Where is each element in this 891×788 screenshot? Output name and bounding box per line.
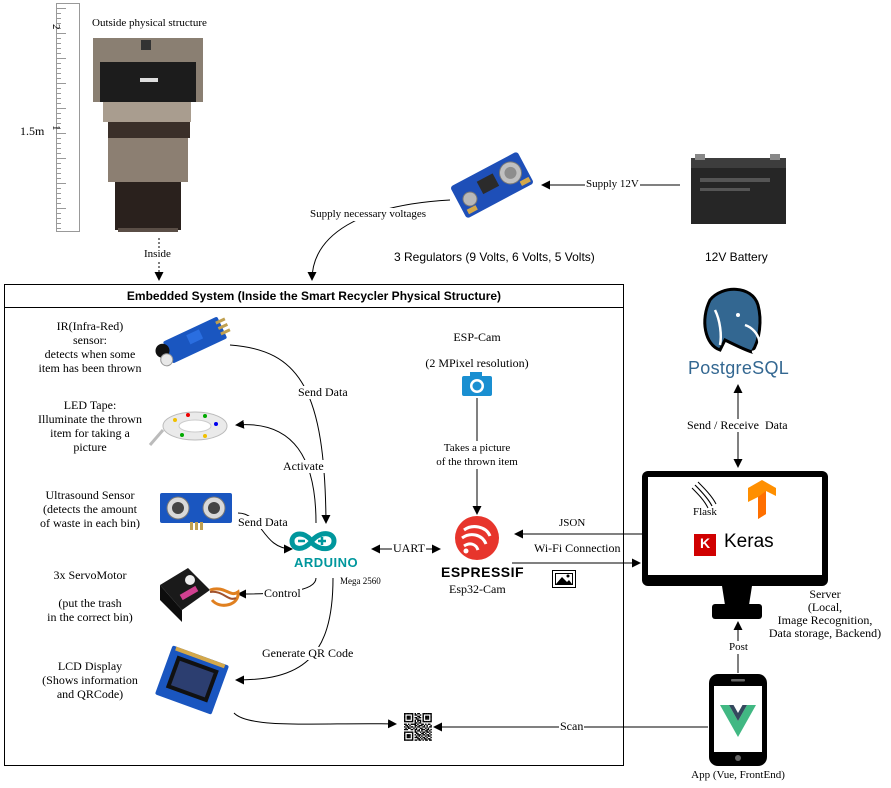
ultrasound-description: Ultrasound Sensor (detects the amount of… [40,488,140,530]
post-label: Post [728,641,749,654]
send-data-label-1: Send Data [297,385,349,399]
height-ruler [56,3,80,232]
regulators-label: 3 Regulators (9 Volts, 6 Volts, 5 Volts) [394,250,595,264]
tensorflow-logo-image [748,480,776,519]
esp32-label: Esp32-Cam [449,582,506,596]
arduino-brand: ARDUINO [294,555,359,570]
send-receive-label: Send / Receive Data [685,418,790,432]
espressif-logo-image [455,516,499,560]
ir-sensor-image [155,317,231,367]
ir-send-data-arrow [229,344,331,524]
ruler-tick-2: 2 [50,24,62,30]
ultrasound-sensor-image [160,493,232,530]
server-monitor-image [642,471,828,619]
servo-motor-image [160,568,240,622]
cabinet-title: Outside physical structure [92,17,207,29]
lcd-display-image [155,645,229,715]
takes-picture-label: Takes a picture of the thrown item [432,441,522,469]
servo-description: 3x ServoMotor (put the trash in the corr… [47,568,133,624]
app-label: App (Vue, FrontEnd) [691,769,785,781]
supply-voltages-label: Supply necessary voltages [309,208,428,221]
keras-label: Keras [724,531,774,552]
battery-label: 12V Battery [705,250,768,264]
ir-sensor-description: IR(Infra-Red) sensor: detects when some … [38,319,142,375]
battery-image [691,154,786,224]
arduino-logo-image [289,531,337,552]
arduino-model: Mega 2560 [340,576,381,586]
picture-icon [552,570,576,588]
uart-label: UART [392,541,426,555]
postgresql-label: PostgreSQL [688,358,790,378]
json-label: JSON [559,517,586,529]
ruler-tick-1: 1 [50,125,62,131]
activate-arrow [235,419,317,524]
embedded-system-box [4,284,624,766]
keras-k-icon: K [700,535,711,551]
keras-logo-image [694,534,716,556]
supply-voltages-arrow [307,199,451,281]
activate-label: Activate [282,459,325,473]
server-label: Server (Local, Image Recognition, Data s… [768,587,882,640]
regulator-image [451,152,533,218]
qr-code-image [404,713,432,741]
lcd-description: LCD Display (Shows information and QRCod… [42,659,138,701]
height-label: 1.5m [20,124,45,138]
ultrasound-send-data-arrow [237,512,293,554]
flask-label: Flask [693,506,717,518]
cabinet-image [93,38,203,232]
flask-logo-image [691,481,717,509]
led-tape-description: LED Tape: Illuminate the thrown item for… [38,398,142,454]
generate-qr-label: Generate QR Code [261,646,355,660]
espressif-brand: ESPRESSIF [441,564,525,580]
led-tape-image [148,411,228,446]
espcam-title: ESP-Cam [453,330,501,344]
inside-label: Inside [143,248,172,261]
control-label: Control [263,586,302,600]
send-data-label-2: Send Data [237,515,289,529]
lcd-to-qr-arrow [233,712,397,729]
app-phone-image [709,674,767,766]
camera-icon [462,372,492,396]
wifi-label: Wi-Fi Connection [534,541,621,555]
postgresql-logo-image [703,287,762,354]
scan-label: Scan [559,719,585,733]
supply-12v-label: Supply 12V [585,178,640,191]
espcam-resolution: (2 MPixel resolution) [425,356,529,370]
embedded-system-title: Embedded System (Inside the Smart Recycl… [126,289,502,303]
